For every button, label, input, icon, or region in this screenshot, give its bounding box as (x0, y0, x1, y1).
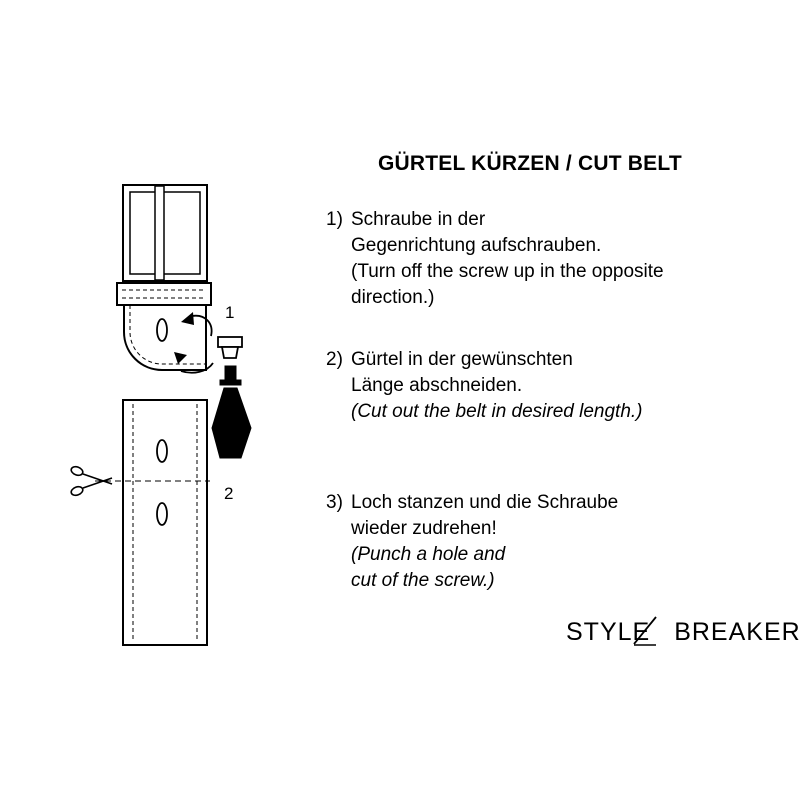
buckle-icon (122, 184, 208, 282)
screwdriver-icon (211, 365, 252, 459)
belt-loop (116, 282, 212, 306)
diagram-label-2: 2 (224, 484, 233, 503)
logo-right: BREAKER (674, 618, 800, 646)
belt-end (123, 305, 207, 371)
arrow-icon (174, 312, 214, 374)
logo-slash (633, 616, 657, 645)
scissors-icon (70, 465, 113, 497)
brand-logo: STYLE BREAKER (566, 617, 800, 647)
belt-strap (95, 399, 210, 646)
logo-left: STYLE (566, 618, 651, 646)
screw-icon (217, 336, 243, 359)
page-title: GÜRTEL KÜRZEN / CUT BELT (378, 152, 682, 175)
logo-slash-space (650, 617, 674, 647)
diagram-label-1: 1 (225, 303, 234, 322)
